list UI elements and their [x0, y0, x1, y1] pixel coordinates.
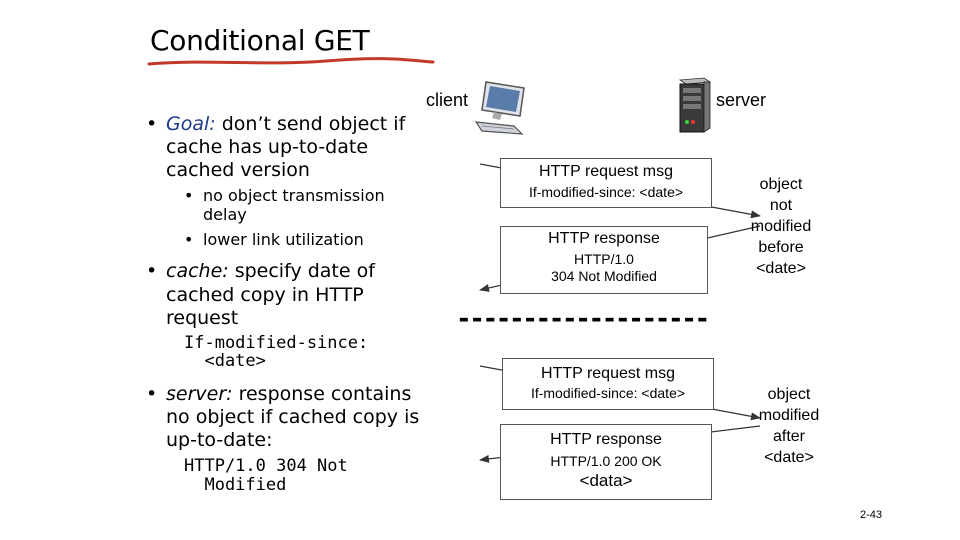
request-title: HTTP request msg	[539, 163, 673, 180]
request-title: HTTP request msg	[541, 365, 675, 382]
note-line: modified	[750, 218, 812, 235]
cache-code-2: <date>	[184, 351, 266, 371]
server-text: response contains	[232, 383, 412, 405]
server-tower-icon	[678, 77, 712, 133]
page-number: 2-43	[860, 509, 883, 521]
note-line: modified	[758, 407, 820, 424]
server-label: server:	[166, 383, 233, 405]
bullet-dot: •	[146, 113, 158, 135]
server-line-2: no object if cached copy is	[166, 406, 420, 428]
cache-line-2: cached copy in HTTP	[166, 284, 364, 306]
response-message-box-2: HTTP response HTTP/1.0 200 OK <data>	[500, 424, 712, 500]
goal-line-1: Goal: don’t send object if	[166, 113, 405, 136]
request-message-box-2: HTTP request msg If-modified-since: <dat…	[502, 358, 714, 410]
sub-bullet-1-line-2: delay	[203, 205, 247, 224]
goal-text: don’t send object if	[215, 113, 406, 135]
bullet-dot: •	[146, 383, 158, 405]
slide-title: Conditional GET	[150, 24, 370, 57]
bullet-dot: •	[184, 186, 194, 205]
sub-bullet-1-line-1: no object transmission	[203, 186, 385, 205]
title-underline	[147, 57, 435, 66]
note-line: object	[759, 176, 803, 193]
cache-text: specify date of	[228, 260, 375, 282]
note-line: after	[772, 428, 805, 445]
cache-label: cache:	[166, 260, 229, 282]
bullet-dot: •	[184, 230, 194, 249]
note-line: <date>	[756, 260, 806, 277]
note-line: before	[758, 239, 804, 256]
server-code-1: HTTP/1.0 304 Not	[184, 456, 348, 476]
request-header: If-modified-since: <date>	[530, 385, 686, 401]
response-data: <data>	[579, 471, 633, 490]
note-line: <date>	[764, 449, 814, 466]
goal-line-2: cache has up-to-date	[166, 136, 369, 158]
response-status: 304 Not Modified	[551, 268, 657, 284]
server-line-1: server: response contains	[166, 383, 411, 406]
goal-line-3: cached version	[166, 159, 310, 181]
server-label: server	[716, 90, 767, 110]
response-title: HTTP response	[550, 431, 662, 448]
note-line: object	[767, 386, 811, 403]
note-line: not	[769, 197, 793, 214]
server-line-3: up-to-date:	[166, 429, 273, 451]
dashed-separator: -------------------	[456, 304, 710, 334]
cache-code-1: If-modified-since:	[184, 333, 369, 353]
goal-label: Goal:	[166, 113, 216, 135]
modified-note: object modified after <date>	[746, 384, 832, 468]
not-modified-note: object not modified before <date>	[738, 174, 824, 279]
request-header: If-modified-since: <date>	[528, 184, 684, 200]
response-status: HTTP/1.0 200 OK	[550, 453, 662, 469]
sub-bullet-2: lower link utilization	[203, 230, 364, 249]
bullet-dot: •	[146, 260, 158, 282]
client-computer-icon	[474, 81, 525, 135]
client-label: client	[426, 90, 469, 110]
server-code-2: Modified	[184, 475, 287, 495]
cache-line-1: cache: specify date of	[166, 260, 375, 283]
cache-line-3: request	[166, 307, 239, 329]
response-title: HTTP response	[548, 230, 660, 247]
response-message-box-1: HTTP response HTTP/1.0 304 Not Modified	[500, 226, 708, 294]
request-message-box-1: HTTP request msg If-modified-since: <dat…	[500, 158, 712, 208]
response-version: HTTP/1.0	[574, 251, 634, 267]
